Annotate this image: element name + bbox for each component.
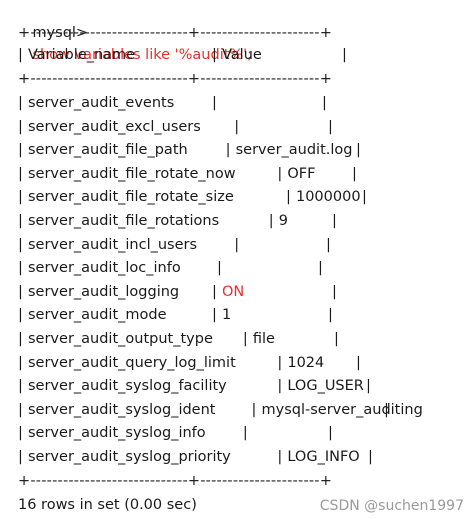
column-divider: | — [356, 354, 361, 371]
column-divider: | — [268, 213, 274, 229]
column-divider: | — [352, 165, 357, 182]
column-divider: | — [234, 236, 240, 253]
column-divider: | — [362, 189, 367, 206]
column-divider: | — [18, 378, 23, 395]
column-divider: | — [18, 331, 23, 347]
column-divider: | — [225, 142, 231, 159]
variable-name-cell: server_audit_syslog_priority — [28, 449, 231, 465]
variable-name-cell: server_audit_excl_users — [28, 118, 201, 135]
column-divider: | — [18, 95, 23, 111]
variable-name-cell: server_audit_syslog_facility — [28, 378, 227, 395]
column-divider: | — [18, 213, 23, 229]
value-cell: server_audit.log — [235, 142, 353, 159]
value-cell: 9 — [278, 213, 288, 229]
column-divider: | — [366, 378, 371, 395]
column-divider: | — [356, 142, 361, 159]
variable-name-cell: server_audit_syslog_info — [28, 425, 206, 442]
column-divider: | — [18, 401, 23, 418]
variable-name-cell: server_audit_file_rotate_size — [28, 189, 234, 206]
column-divider: | — [18, 165, 23, 182]
column-divider: | — [18, 260, 23, 277]
column-divider: | — [242, 331, 248, 347]
column-divider: | — [18, 142, 23, 159]
column-divider: | — [18, 118, 23, 135]
result-summary: 16 rows in set (0.00 sec) — [18, 497, 197, 513]
column-divider: | — [18, 449, 23, 465]
column-divider: | — [18, 425, 23, 442]
column-divider: | — [277, 449, 283, 465]
column-divider: | — [212, 95, 217, 111]
value-cell: OFF — [287, 165, 316, 182]
sql-command: show variables like '%audit%'; — [32, 47, 253, 63]
value-cell: LOG_USER — [287, 378, 364, 395]
header-variable-name: Variable_name — [28, 47, 136, 63]
column-divider: | — [251, 401, 257, 418]
column-divider: | — [277, 354, 283, 371]
column-divider: | — [18, 354, 23, 371]
column-divider: | — [277, 165, 283, 182]
table-border-mid: +-----------------------------+---------… — [18, 71, 333, 87]
variable-name-cell: server_audit_query_log_limit — [28, 354, 236, 371]
value-cell: 1024 — [287, 354, 325, 371]
column-divider: | — [318, 260, 323, 277]
column-divider: | — [18, 307, 23, 324]
variable-name-cell: server_audit_logging — [28, 283, 180, 300]
column-divider: | — [326, 236, 331, 253]
column-divider: | — [212, 47, 217, 63]
header-value: Value — [222, 47, 262, 63]
value-cell: ON — [222, 283, 245, 300]
column-divider: | — [242, 425, 248, 442]
command-line: mysql> show variables like '%audit%'; — [14, 0, 252, 63]
column-divider: | — [285, 189, 291, 206]
column-divider: | — [342, 47, 347, 63]
value-cell: file — [252, 331, 275, 347]
column-divider: | — [18, 189, 23, 206]
variable-name-cell: server_audit_file_path — [28, 142, 188, 159]
column-divider: | — [328, 118, 333, 135]
column-divider: | — [368, 449, 373, 465]
variable-name-cell: server_audit_file_rotations — [28, 213, 220, 229]
value-cell: LOG_INFO — [287, 449, 360, 465]
table-border-bottom: +-----------------------------+---------… — [18, 473, 333, 489]
column-divider: | — [18, 236, 23, 253]
column-divider: | — [277, 378, 283, 395]
column-divider: | — [217, 260, 222, 277]
value-cell: 1000000 — [295, 189, 361, 206]
column-divider: | — [332, 213, 337, 229]
value-cell: mysql-server_auditing — [261, 401, 423, 418]
variable-name-cell: server_audit_syslog_ident — [28, 401, 216, 418]
variable-name-cell: server_audit_events — [28, 95, 175, 111]
column-divider: | — [212, 283, 217, 300]
column-divider: | — [212, 307, 217, 324]
column-divider: | — [234, 118, 240, 135]
table-border-top: +-----------------------------+---------… — [18, 25, 333, 41]
column-divider: | — [332, 283, 337, 300]
column-divider: | — [322, 95, 327, 111]
mysql-prompt: mysql> — [32, 25, 89, 41]
column-divider: | — [328, 307, 333, 324]
column-divider: | — [18, 47, 23, 63]
variable-name-cell: server_audit_file_rotate_now — [28, 165, 236, 182]
variable-name-cell: server_audit_mode — [28, 307, 167, 324]
variable-name-cell: server_audit_loc_info — [28, 260, 181, 277]
table-header-row: | Variable_name | Value | — [18, 44, 347, 66]
column-divider: | — [384, 401, 389, 418]
variable-name-cell: server_audit_incl_users — [28, 236, 198, 253]
column-divider: | — [18, 283, 23, 300]
csdn-watermark: CSDN @suchen1997 — [319, 498, 464, 514]
value-cell: 1 — [222, 307, 232, 324]
column-divider: | — [328, 425, 333, 442]
variable-name-cell: server_audit_output_type — [28, 331, 213, 347]
column-divider: | — [334, 331, 339, 347]
